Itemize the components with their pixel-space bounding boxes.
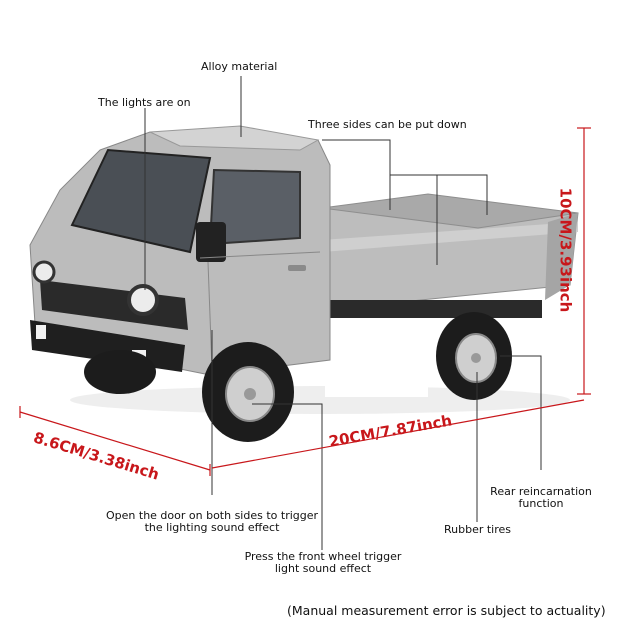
side-mirror <box>196 222 226 262</box>
door-handle <box>288 265 306 271</box>
front-grille <box>40 280 188 330</box>
label-door-line2: the lighting sound effect <box>144 521 280 534</box>
label-door-line1: Open the door on both sides to trigger <box>106 509 319 522</box>
dimension-height: 10CM/3.93inch <box>556 187 575 313</box>
label-alloy-material: Alloy material <box>201 60 278 73</box>
front-wheel <box>202 342 294 442</box>
measurement-note: (Manual measurement error is subject to … <box>287 603 606 618</box>
left-headlight <box>32 260 56 284</box>
label-front-wheel-trigger: Press the front wheel trigger light soun… <box>242 551 404 575</box>
rear-wheel <box>436 312 512 400</box>
rear-left-wheel <box>84 350 156 394</box>
callout-lines <box>144 76 542 550</box>
label-three-sides: Three sides can be put down <box>308 118 467 131</box>
dimension-lines <box>19 127 591 476</box>
side-window <box>208 168 301 246</box>
blank-patch <box>325 375 428 397</box>
label-rubber-tires: Rubber tires <box>444 523 512 536</box>
label-rear-function: Rear reincarnation function <box>487 486 595 510</box>
cargo-bed <box>321 193 579 318</box>
windshield <box>70 148 212 254</box>
label-lights-on: The lights are on <box>98 96 191 109</box>
right-headlight <box>127 284 159 316</box>
label-front-line2: light sound effect <box>274 562 372 575</box>
cab <box>29 125 331 376</box>
label-rear-line2: function <box>518 497 564 510</box>
label-door-trigger: Open the door on both sides to trigger t… <box>106 510 318 534</box>
ground-shadow <box>70 386 570 414</box>
label-front-line1: Press the front wheel trigger <box>244 550 402 563</box>
label-rear-line1: Rear reincarnation <box>490 485 592 498</box>
